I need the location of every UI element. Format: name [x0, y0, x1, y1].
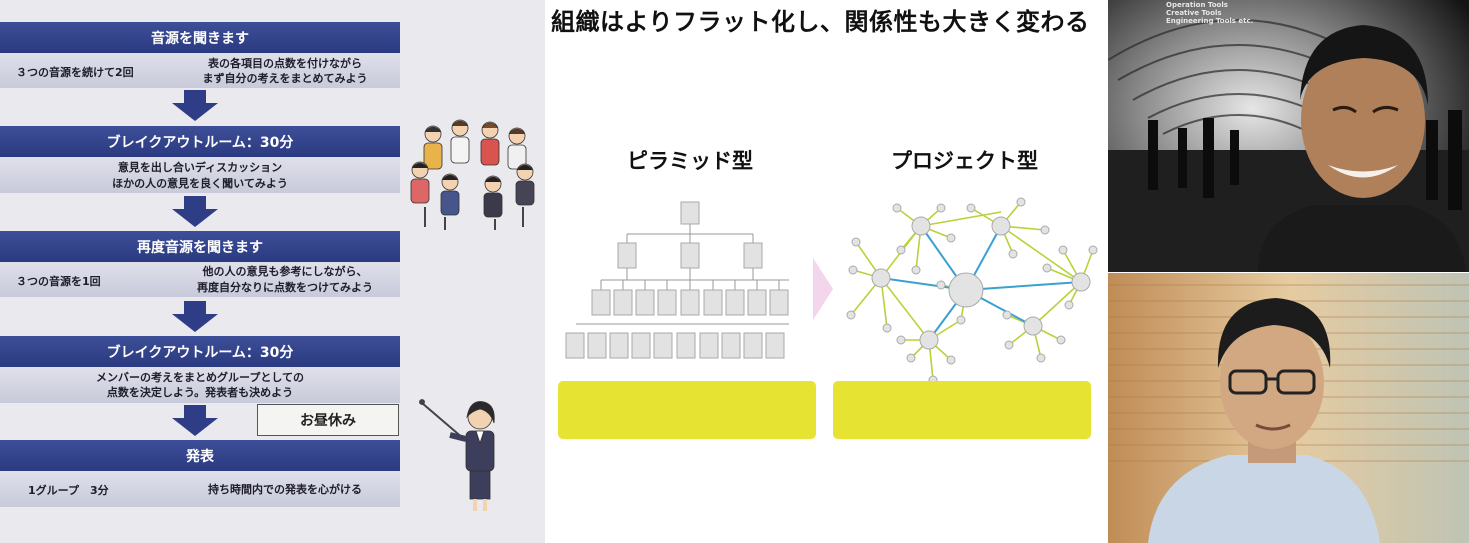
step-5-left-text: 1グループ 3分	[28, 484, 109, 497]
step-4-text-2: 点数を決定しよう。発表者も決めよう	[106, 386, 294, 399]
step-2-text-1: 意見を出し合いディスカッション	[117, 161, 283, 174]
chevron-right-icon	[813, 258, 833, 320]
step-5-right-text: 持ち時間内での発表を心がける	[208, 483, 362, 496]
pyramid-yellow-box	[558, 381, 816, 439]
step-4-text-1: メンバーの考えをまとめグループとしての	[95, 371, 304, 384]
step-2-text-2: ほかの人の意見を良く聞いてみよう	[112, 177, 288, 190]
signage-line-2: Creative Tools	[1166, 9, 1222, 17]
presenter-illustration	[419, 399, 495, 511]
project-label: プロジェクト型	[891, 149, 1038, 173]
workshop-flow-slide: 音源を聞きます ３つの音源を続けて2回 表の各項目の点数を付けながら まず自分の…	[0, 0, 545, 543]
step-2-detail: 意見を出し合いディスカッション ほかの人の意見を良く聞いてみよう	[0, 157, 400, 193]
group-discussion-illustration	[410, 119, 535, 230]
organization-slide: 組織はよりフラット化し、関係性も大きく変わる ピラミッド型 プロジェクト型	[545, 0, 1108, 543]
down-arrow-icon	[172, 405, 218, 436]
step-5-title: 発表	[0, 440, 400, 471]
step-3-left-text: ３つの音源を1回	[16, 275, 101, 288]
step-1-right-text-1: 表の各項目の点数を付けながら	[208, 57, 362, 70]
down-arrow-icon	[172, 90, 218, 121]
video-tile-participant-1[interactable]: Operation Tools Creative Tools Engineeri…	[1108, 0, 1469, 272]
project-network-chart	[846, 197, 1098, 385]
pyramid-org-chart	[565, 201, 789, 359]
down-arrow-icon	[172, 301, 218, 332]
step-1-detail: ３つの音源を続けて2回 表の各項目の点数を付けながら まず自分の考えをまとめてみ…	[0, 53, 400, 88]
video-tile-participant-2[interactable]	[1108, 273, 1469, 543]
lunch-break-label: お昼休み	[257, 404, 399, 436]
step-3-title: 再度音源を聞きます	[0, 231, 400, 262]
participant-2-video	[1108, 273, 1469, 543]
step-4-title: ブレイクアウトルーム：30分	[0, 336, 400, 367]
step-3-right-text-2: 再度自分なりに点数をつけてみよう	[197, 281, 373, 294]
pyramid-label: ピラミッド型	[627, 149, 753, 173]
step-3-right-text-1: 他の人の意見も参考にしながら、	[202, 265, 368, 278]
step-2-title: ブレイクアウトルーム：30分	[0, 126, 400, 157]
signage-line-1: Operation Tools	[1166, 1, 1228, 9]
step-3-detail: ３つの音源を1回 他の人の意見も参考にしながら、 再度自分なりに点数をつけてみよ…	[0, 262, 400, 297]
slide-title: 組織はよりフラット化し、関係性も大きく変わる	[551, 8, 1090, 36]
step-5-detail: 1グループ 3分 持ち時間内での発表を心がける	[0, 471, 400, 507]
step-4-detail: メンバーの考えをまとめグループとしての 点数を決定しよう。発表者も決めよう	[0, 367, 400, 403]
step-1-title: 音源を聞きます	[0, 22, 400, 53]
step-1-left-text: ３つの音源を続けて2回	[16, 66, 134, 79]
project-yellow-box	[833, 381, 1091, 439]
step-1-right-text-2: まず自分の考えをまとめてみよう	[202, 72, 368, 85]
signage-line-3: Engineering Tools etc.	[1166, 17, 1254, 25]
participant-1-video	[1108, 0, 1469, 272]
down-arrow-icon	[172, 196, 218, 227]
